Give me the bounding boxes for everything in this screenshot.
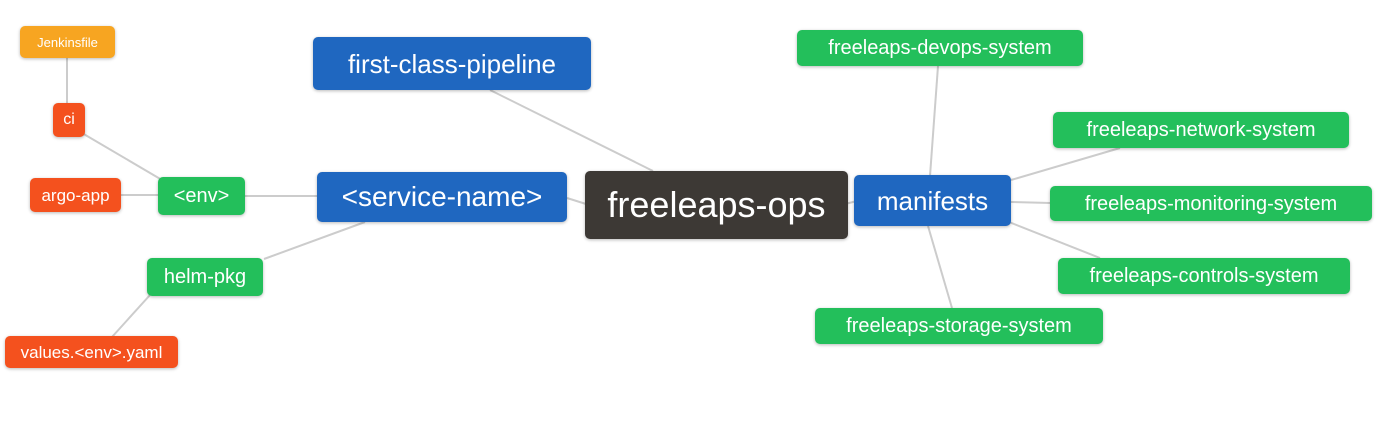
node-helm-pkg[interactable]: helm-pkg	[147, 258, 263, 296]
edge-service-name-root	[566, 197, 587, 205]
node-freeleaps-ops-root[interactable]: freeleaps-ops	[585, 171, 848, 239]
node-ci[interactable]: ci	[53, 103, 85, 137]
node-manifests[interactable]: manifests	[854, 175, 1011, 226]
edge-service-name-helm-pkg	[263, 221, 366, 260]
node-freeleaps-storage-system[interactable]: freeleaps-storage-system	[815, 308, 1103, 344]
node-argo-app[interactable]: argo-app	[30, 178, 121, 212]
node-values-env-yaml[interactable]: values.<env>.yaml	[5, 336, 178, 368]
edge-manifests-devops	[929, 65, 939, 177]
node-freeleaps-controls-system[interactable]: freeleaps-controls-system	[1058, 258, 1350, 294]
node-freeleaps-network-system[interactable]: freeleaps-network-system	[1053, 112, 1349, 148]
edge-ci-env	[81, 132, 163, 181]
node-freeleaps-monitoring-system[interactable]: freeleaps-monitoring-system	[1050, 186, 1372, 221]
edge-manifests-network	[1010, 147, 1121, 181]
edge-manifests-storage	[927, 225, 953, 309]
edge-helm-pkg-values	[111, 294, 151, 338]
edge-first-class-pipeline-root	[489, 89, 654, 172]
node-jenkinsfile[interactable]: Jenkinsfile	[20, 26, 115, 58]
node-service-name[interactable]: <service-name>	[317, 172, 567, 222]
edge-manifests-controls	[1008, 221, 1101, 259]
node-first-class-pipeline[interactable]: first-class-pipeline	[313, 37, 591, 90]
edge-manifests-monitoring	[1010, 201, 1052, 204]
node-env[interactable]: <env>	[158, 177, 245, 215]
node-freeleaps-devops-system[interactable]: freeleaps-devops-system	[797, 30, 1083, 66]
